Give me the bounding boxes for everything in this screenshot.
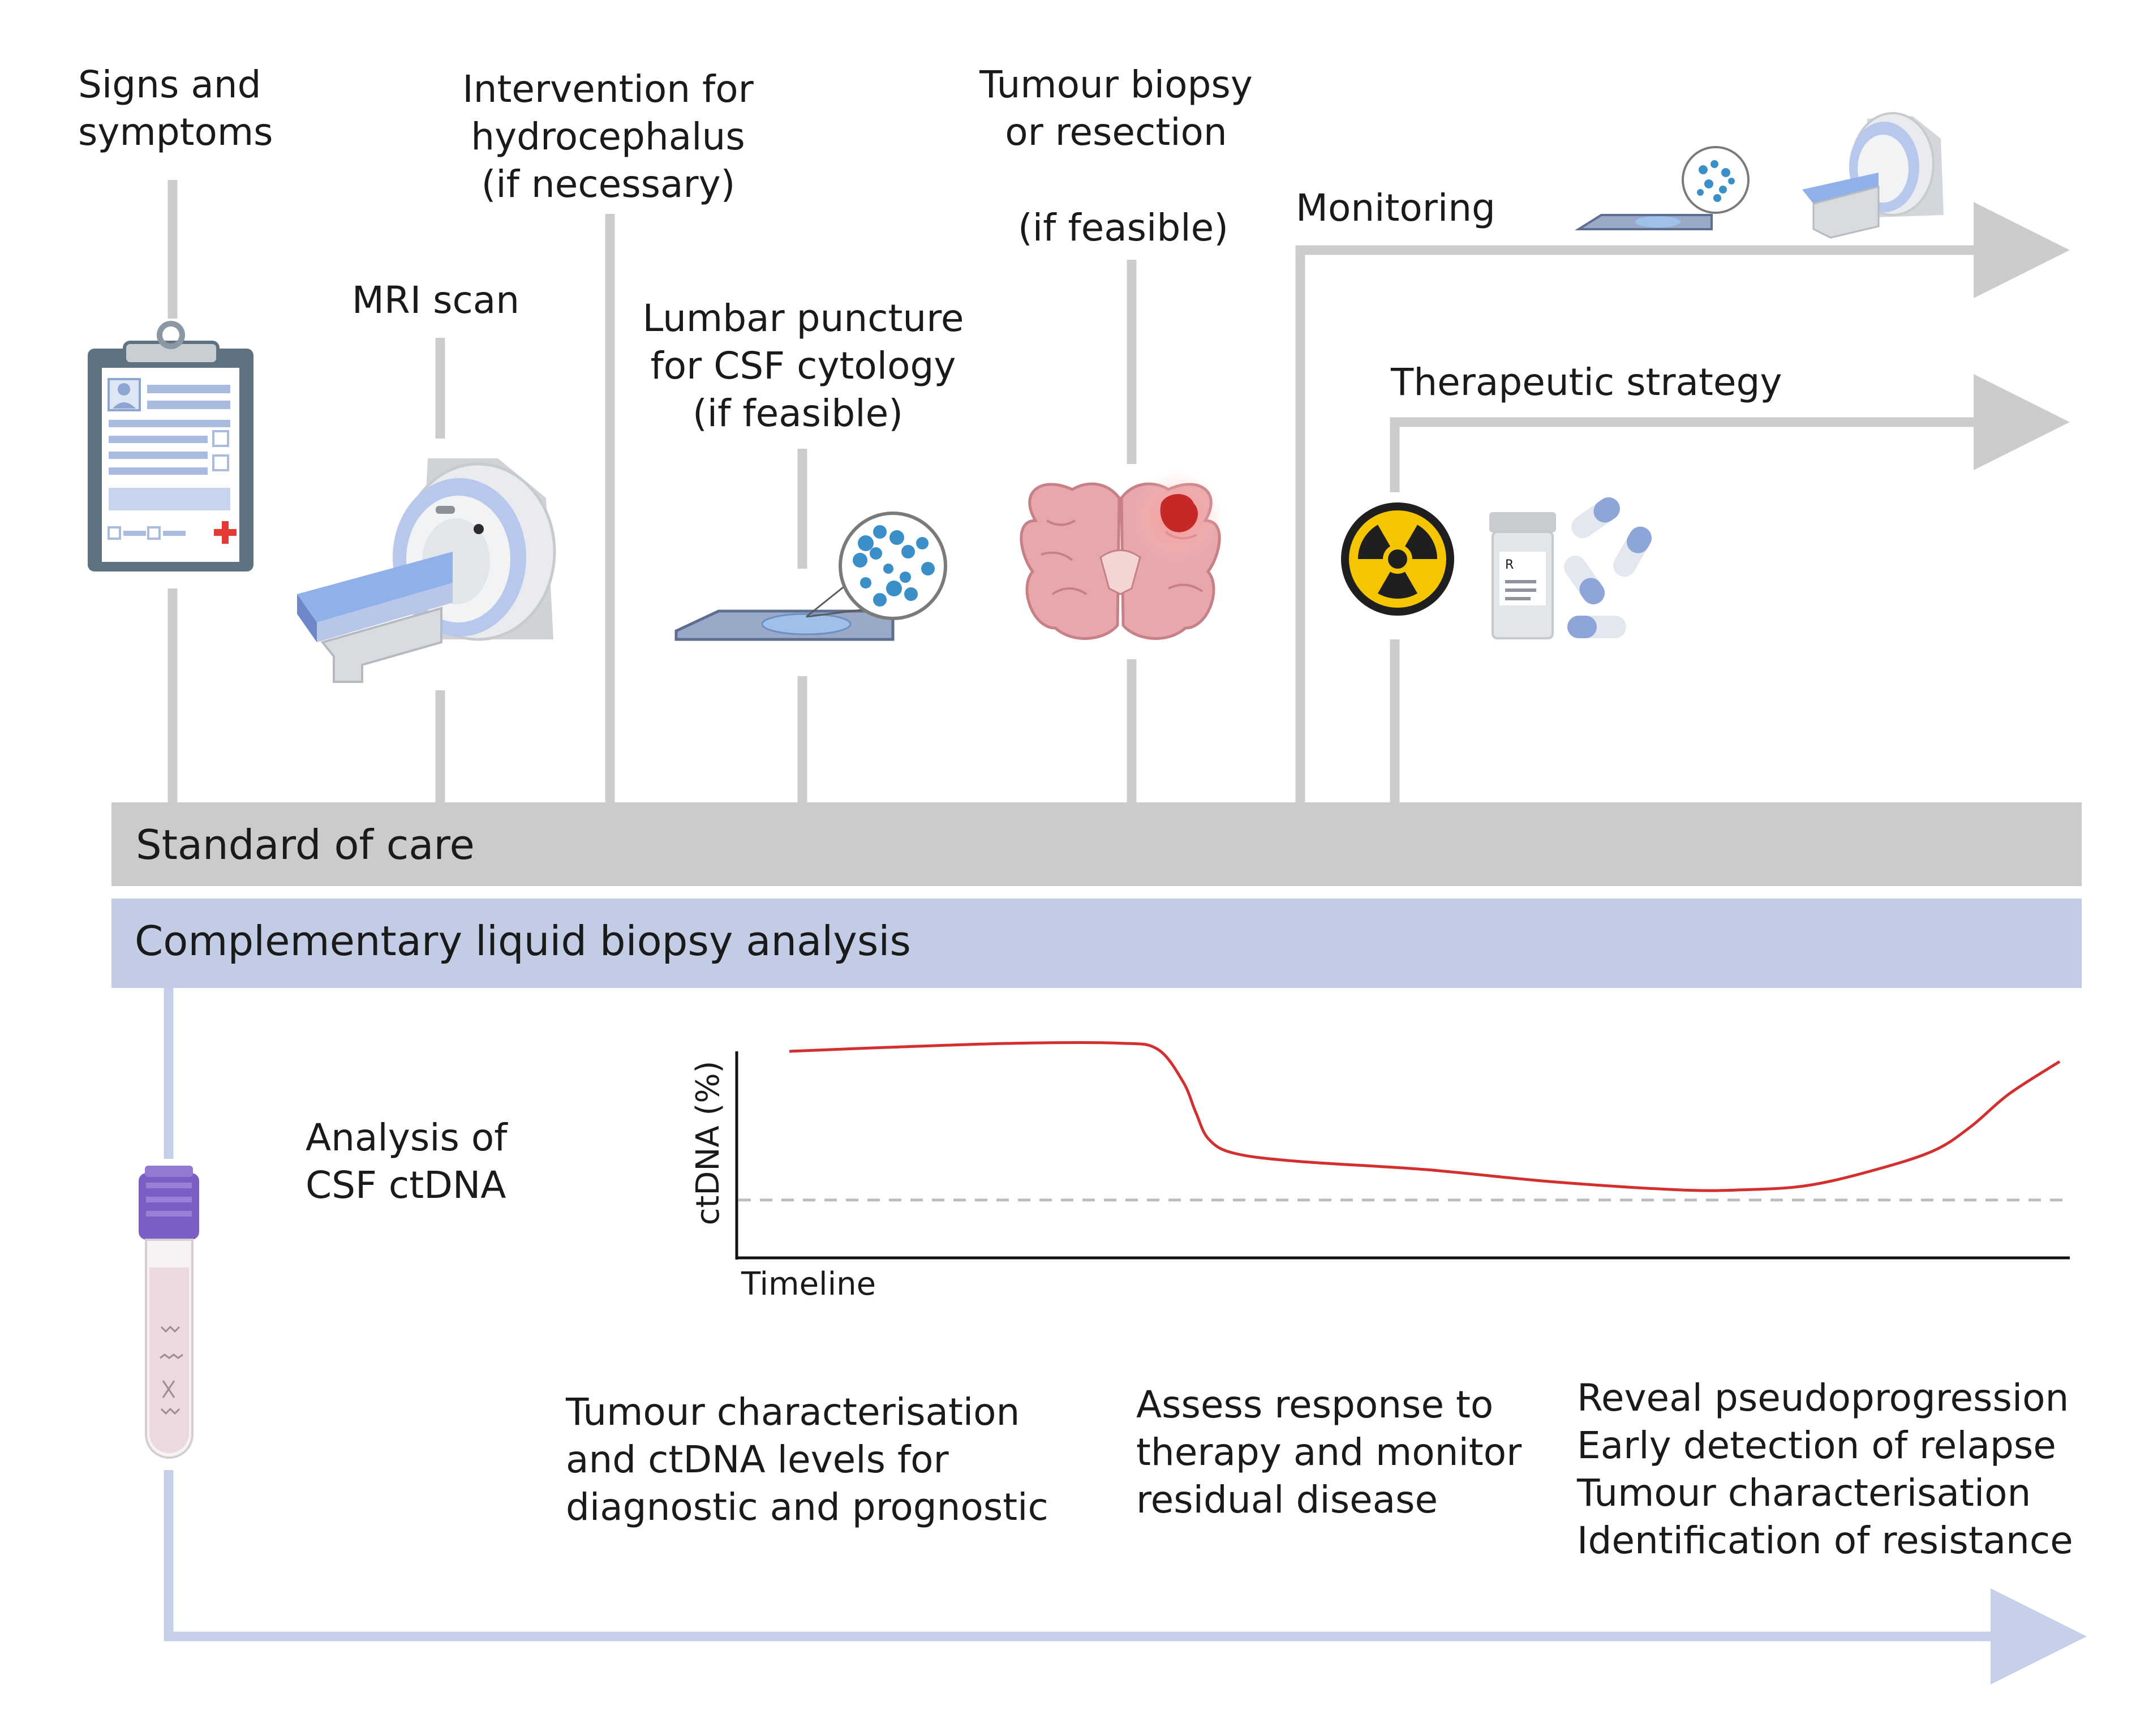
pill-bottle-icon: R [1489, 497, 1652, 639]
biopsy-line-2: or resection [1005, 110, 1227, 154]
hydro-line-2: hydrocephalus [471, 115, 745, 158]
hydro-line-1: Intervention for [462, 67, 754, 111]
csf-tube-icon [139, 1166, 199, 1459]
x-axis-label: Timeline [741, 1266, 876, 1303]
hydrocephalus-label: Intervention for hydrocephalus (if neces… [462, 67, 766, 206]
ctdna-series-line [789, 1041, 2061, 1192]
liquid-biopsy-band [111, 899, 2082, 988]
liquid-biopsy-label: Complementary liquid biopsy analysis [135, 917, 911, 965]
response-line-2: therapy and monitor [1136, 1430, 1522, 1474]
response-line-1: Assess response to [1136, 1383, 1493, 1426]
diag-line-2: and ctDNA levels for [566, 1438, 949, 1481]
response-line-3: residual disease [1136, 1478, 1438, 1522]
therapeutic-strategy-label: Therapeutic strategy [1390, 360, 1782, 404]
signs-line-1: Signs and [78, 63, 261, 106]
liquid-biopsy-flow [164, 988, 2087, 1685]
clipboard-icon [88, 321, 253, 571]
signs-label: Signs and symptoms [78, 63, 273, 154]
monitoring-label: Monitoring [1296, 186, 1495, 230]
mri-scanner-icon [297, 458, 556, 683]
standard-of-care-band [111, 802, 2082, 886]
mri-line-1: MRI scan [352, 278, 519, 322]
hydro-line-3: (if necessary) [482, 162, 736, 206]
analysis-line-1: Analysis of [306, 1116, 508, 1159]
relapse-text: Reveal pseudoprogression Early detection… [1576, 1376, 2081, 1562]
lumbar-label: Lumbar puncture for CSF cytology (if fea… [642, 297, 975, 435]
biopsy-label: Tumour biopsy or resection (if feasible) [979, 63, 1265, 250]
brain-tumour-icon [1020, 470, 1225, 640]
standard-of-care-label: Standard of care [136, 821, 475, 869]
relapse-line-3: Tumour characterisation [1576, 1471, 2031, 1515]
microscope-slide-icon [674, 512, 947, 641]
relapse-line-4: Identification of resistance [1577, 1519, 2073, 1562]
radiation-icon [1341, 502, 1454, 616]
diag-line-3: diagnostic and prognostic [566, 1485, 1048, 1529]
biopsy-line-1: Tumour biopsy [979, 63, 1253, 106]
relapse-line-2: Early detection of relapse [1577, 1424, 2056, 1467]
timeline-connectors [167, 180, 2070, 803]
analysis-line-2: CSF ctDNA [306, 1163, 506, 1207]
diag-line-1: Tumour characterisation [565, 1390, 1020, 1434]
y-axis-label: ctDNA (%) [690, 1061, 727, 1226]
lumbar-line-2: for CSF cytology [651, 344, 956, 388]
response-text: Assess response to therapy and monitor r… [1136, 1383, 1533, 1522]
ctdna-chart: Timeline ctDNA (%) [690, 1041, 2070, 1303]
lumbar-line-1: Lumbar puncture [642, 297, 964, 340]
biopsy-line-3: (if feasible) [1018, 206, 1228, 250]
lumbar-line-3: (if feasible) [693, 392, 903, 435]
signs-line-2: symptoms [78, 110, 273, 154]
svg-text:R: R [1505, 558, 1514, 572]
monitoring-mri-icon [1802, 112, 1944, 239]
monitoring-slide-icon [1575, 146, 1750, 230]
diagnostic-text: Tumour characterisation and ctDNA levels… [565, 1390, 1048, 1529]
analysis-label: Analysis of CSF ctDNA [306, 1116, 519, 1207]
relapse-line-1: Reveal pseudoprogression [1577, 1376, 2069, 1420]
mri-label: MRI scan [352, 278, 519, 322]
